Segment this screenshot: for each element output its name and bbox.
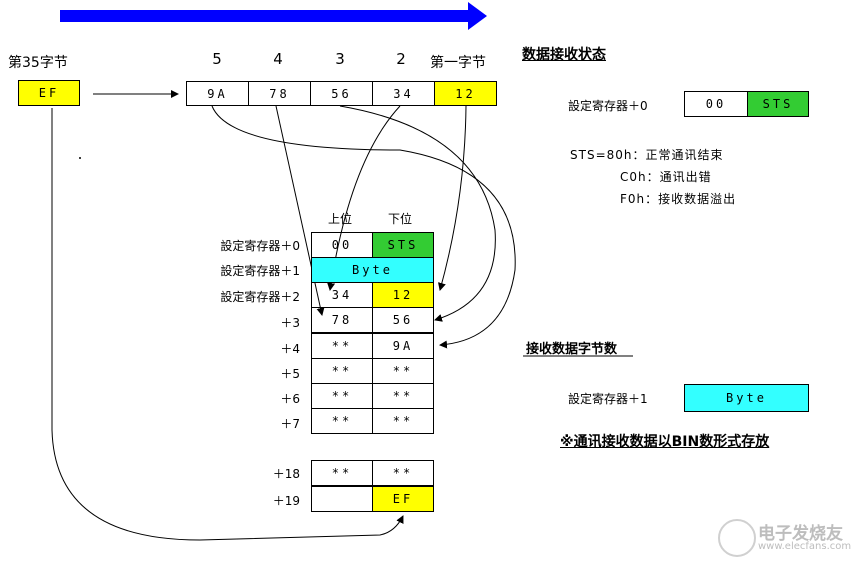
reg0-high: 00 (311, 232, 373, 258)
reg3-low: 56 (372, 307, 434, 333)
header-byte1: 第一字节 (430, 55, 486, 71)
reg2-low: 12 (372, 282, 434, 308)
watermark-logo-icon (718, 519, 756, 557)
header-byte3: 3 (335, 50, 345, 68)
byte35-label: 第35字节 (8, 55, 68, 71)
reg18-low: ** (372, 460, 434, 486)
reg1-byte: Byte (311, 257, 434, 283)
watermark: 电子发烧友 www.elecfans.com (718, 515, 858, 565)
header-byte5: 5 (212, 50, 222, 68)
state-reg-label: 設定寄存器＋0 (568, 99, 648, 113)
bytes-reg-label: 設定寄存器＋1 (568, 392, 648, 406)
reg-label-7: ＋7 (280, 417, 300, 431)
reg4-high: ** (311, 333, 373, 359)
reg-label-18: ＋18 (272, 467, 300, 481)
reg2-high: 34 (311, 282, 373, 308)
col-low-header: 下位 (388, 212, 413, 226)
state-high: 00 (684, 91, 748, 117)
arrow-12-to-plus2 (438, 105, 467, 291)
footnote: ※通讯接收数据以BIN数形式存放 (560, 434, 770, 450)
reg-label-6: ＋6 (280, 392, 300, 406)
reg0-low: STS (372, 232, 434, 258)
reg-label-3: ＋3 (280, 316, 300, 330)
state-note-80h: STS=80h：正常通讯结束 (570, 148, 724, 162)
reg-label-5: ＋5 (280, 367, 300, 381)
row-cell-12: 12 (434, 81, 497, 106)
reg18-high: ** (311, 460, 373, 486)
bytes-value: Byte (684, 384, 809, 412)
arrow-56-to-plus3low (339, 105, 496, 322)
reg6-low: ** (372, 383, 434, 409)
state-low: STS (747, 91, 809, 117)
state-note-c0h: C0h：通讯出错 (620, 170, 712, 184)
reg-label-2: 設定寄存器＋2 (220, 290, 300, 304)
reg3-high: 78 (311, 307, 373, 333)
reg19-low: EF (372, 486, 434, 512)
state-note-f0h: F0h：接收数据溢出 (620, 192, 737, 206)
arrow-ef-to-plus19 (51, 108, 404, 541)
arrow-9a-to-plus4low (211, 105, 516, 349)
reg-label-19: ＋19 (272, 494, 300, 508)
row-cell-56: 56 (310, 81, 373, 106)
col-high-header: 上位 (328, 212, 353, 226)
row-cell-9a: 9A (186, 81, 249, 106)
reg-label-1: 設定寄存器＋1 (220, 264, 300, 278)
byte35-cell: EF (18, 80, 80, 106)
banner-arrow (60, 2, 487, 30)
receive-bytes-title: 接收数据字节数 (526, 342, 618, 357)
reg7-high: ** (311, 408, 373, 434)
reg5-high: ** (311, 358, 373, 384)
reg7-low: ** (372, 408, 434, 434)
watermark-url: www.elecfans.com (758, 541, 852, 552)
row-cell-78: 78 (248, 81, 311, 106)
header-byte4: 4 (273, 50, 283, 68)
reg-label-0: 設定寄存器＋0 (220, 239, 300, 253)
receive-state-title: 数据接收状态 (522, 47, 606, 63)
reg4-low: 9A (372, 333, 434, 359)
reg6-high: ** (311, 383, 373, 409)
row-cell-34: 34 (372, 81, 435, 106)
reg5-low: ** (372, 358, 434, 384)
reg-label-4: ＋4 (280, 342, 300, 356)
watermark-cn: 电子发烧友 (758, 524, 843, 544)
header-byte2: 2 (396, 50, 406, 68)
reg19-high (311, 486, 373, 512)
